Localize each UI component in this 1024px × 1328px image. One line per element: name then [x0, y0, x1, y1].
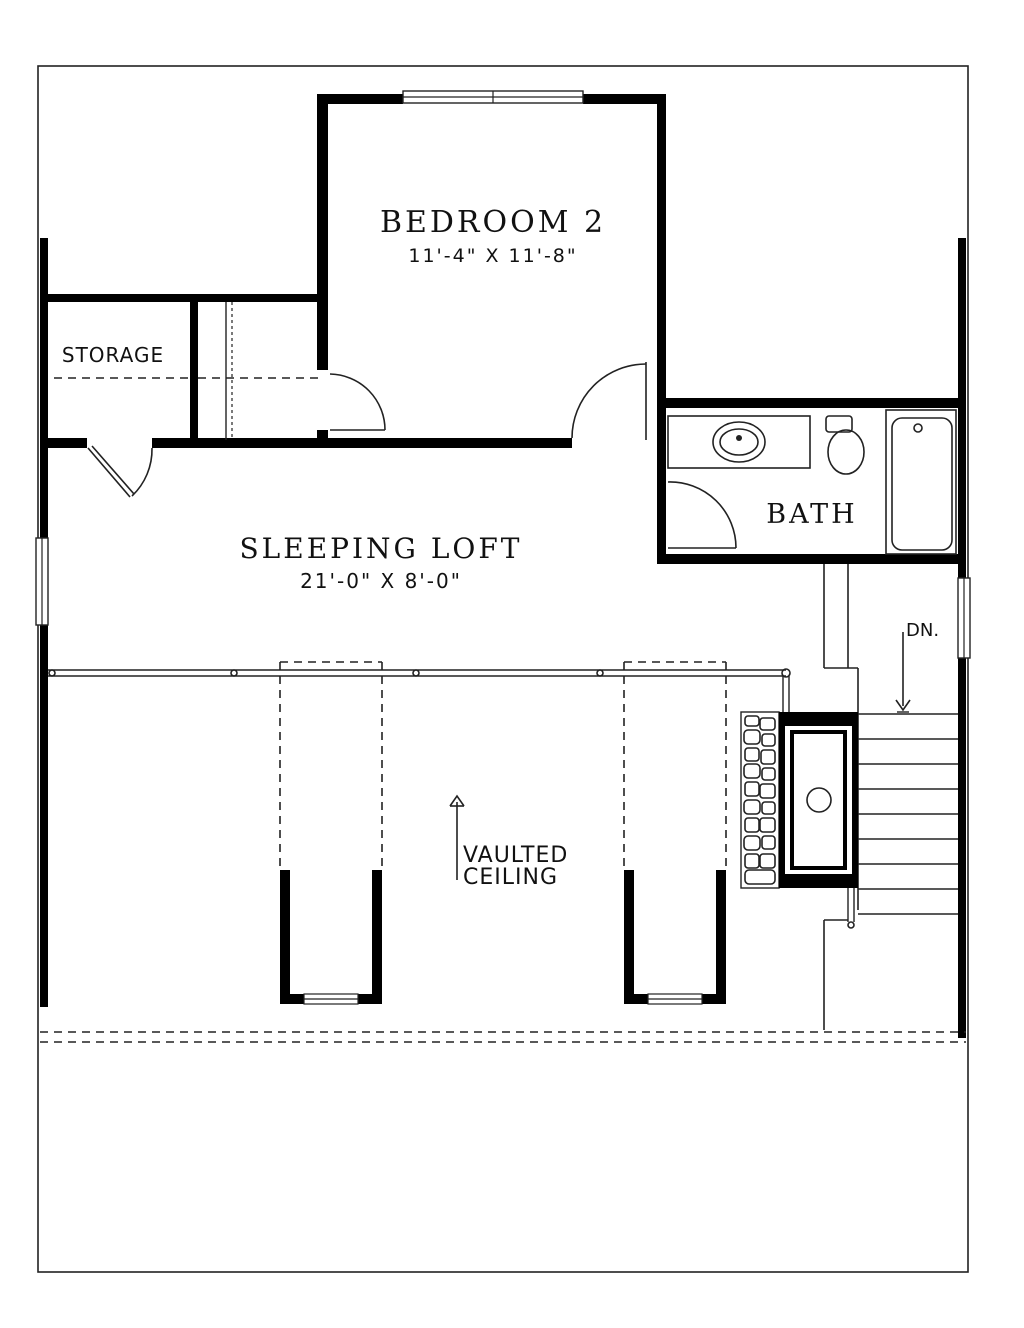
left-window: [35, 537, 49, 626]
doors: [87, 362, 737, 549]
fireplace-stone: [740, 711, 780, 889]
bedroom-size: 11'-4" X 11'-8": [408, 245, 577, 267]
stair-treads: [858, 713, 958, 915]
loft-size: 21'-0" X 8'-0": [300, 569, 462, 593]
bath-tub: [885, 409, 957, 555]
stairs-down-arrow: [895, 632, 911, 713]
outer-outline: [37, 65, 969, 1273]
bath-toilet: [825, 415, 865, 475]
loft-railing: [48, 668, 791, 712]
exterior-walls: [40, 238, 966, 1038]
vaulted-label-line1: VAULTED: [463, 843, 568, 868]
bedroom-window: [402, 90, 584, 104]
bath-name: BATH: [766, 499, 857, 530]
stairs-down-label: DN.: [906, 620, 939, 641]
dormer-left: [279, 661, 383, 1005]
labels: BEDROOM 2 11'-4" X 11'-8" STORAGE BATH S…: [62, 205, 939, 890]
bath-vanity: [667, 415, 811, 469]
storage-walls: [40, 294, 572, 448]
bedroom-name: BEDROOM 2: [380, 205, 606, 240]
dormer-right: [623, 661, 727, 1005]
bath-walls: [657, 398, 966, 564]
storage-name: STORAGE: [62, 343, 164, 367]
loft-name: SLEEPING LOFT: [240, 532, 523, 565]
bedroom-walls: [317, 94, 666, 554]
vaulted-arrow: [449, 794, 465, 880]
chimney-flue: [779, 712, 858, 888]
right-window: [957, 577, 971, 659]
eave-lines: [40, 1031, 966, 1043]
vaulted-label-line2: CEILING: [463, 865, 558, 890]
